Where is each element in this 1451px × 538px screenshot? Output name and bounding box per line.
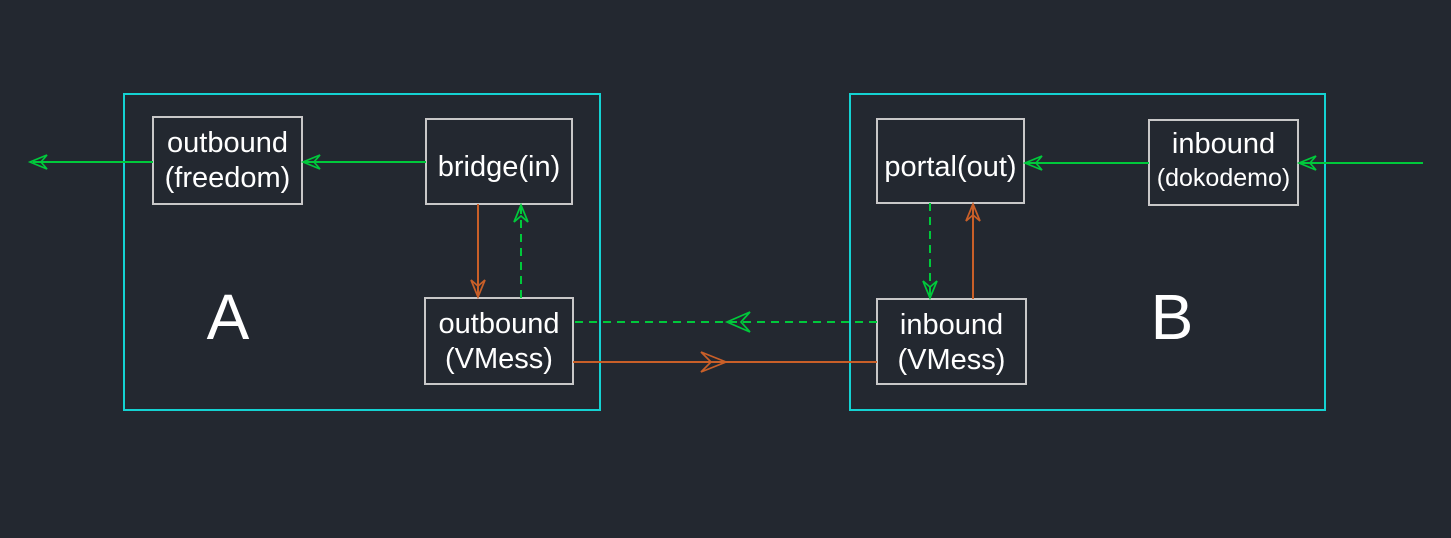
node-box-portal-out	[876, 118, 1025, 204]
edge-arrowhead-inbound-vmess-to-outbound-vmess	[724, 311, 751, 333]
edge-arrowhead-inbound-vmess-to-portal	[965, 201, 981, 222]
node-box-outbound-freedom	[152, 116, 303, 205]
edge-arrowhead-bridge-to-outbound-vmess	[470, 279, 486, 300]
edge-arrowhead-bridge-to-freedom	[300, 154, 321, 170]
edge-arrowhead-right-entry-to-dokodemo	[1296, 155, 1317, 171]
edge-arrowhead-portal-to-inbound-vmess	[922, 280, 938, 301]
group-box-host-a	[123, 93, 601, 411]
node-label-outbound-vmess-line1: outbound	[439, 308, 560, 340]
node-box-outbound-vmess	[424, 297, 574, 385]
node-label-outbound-vmess-line2: (VMess)	[445, 343, 553, 375]
edge-arrowhead-freedom-to-left-exit	[27, 154, 48, 170]
node-label-inbound-vmess-line1: inbound	[900, 309, 1003, 341]
node-label-inbound-dokodemo-line1: inbound	[1172, 128, 1275, 160]
node-box-inbound-vmess	[876, 298, 1027, 385]
group-box-host-b	[849, 93, 1326, 411]
edge-arrowhead-outbound-vmess-to-bridge	[513, 202, 529, 223]
node-label-inbound-dokodemo-line2: (dokodemo)	[1157, 164, 1290, 192]
group-label-host-a: A	[207, 281, 250, 353]
node-label-outbound-freedom-line1: outbound	[167, 127, 288, 159]
edge-arrowhead-dokodemo-to-portal	[1022, 155, 1043, 171]
node-label-portal-out-line1: portal(out)	[884, 151, 1016, 183]
group-label-host-b: B	[1151, 281, 1194, 353]
node-label-outbound-freedom-line2: (freedom)	[165, 162, 291, 194]
node-label-bridge-in-line1: bridge(in)	[438, 151, 561, 183]
edge-arrowhead-outbound-vmess-to-inbound-vmess	[700, 351, 729, 373]
node-label-inbound-vmess-line2: (VMess)	[898, 344, 1006, 376]
